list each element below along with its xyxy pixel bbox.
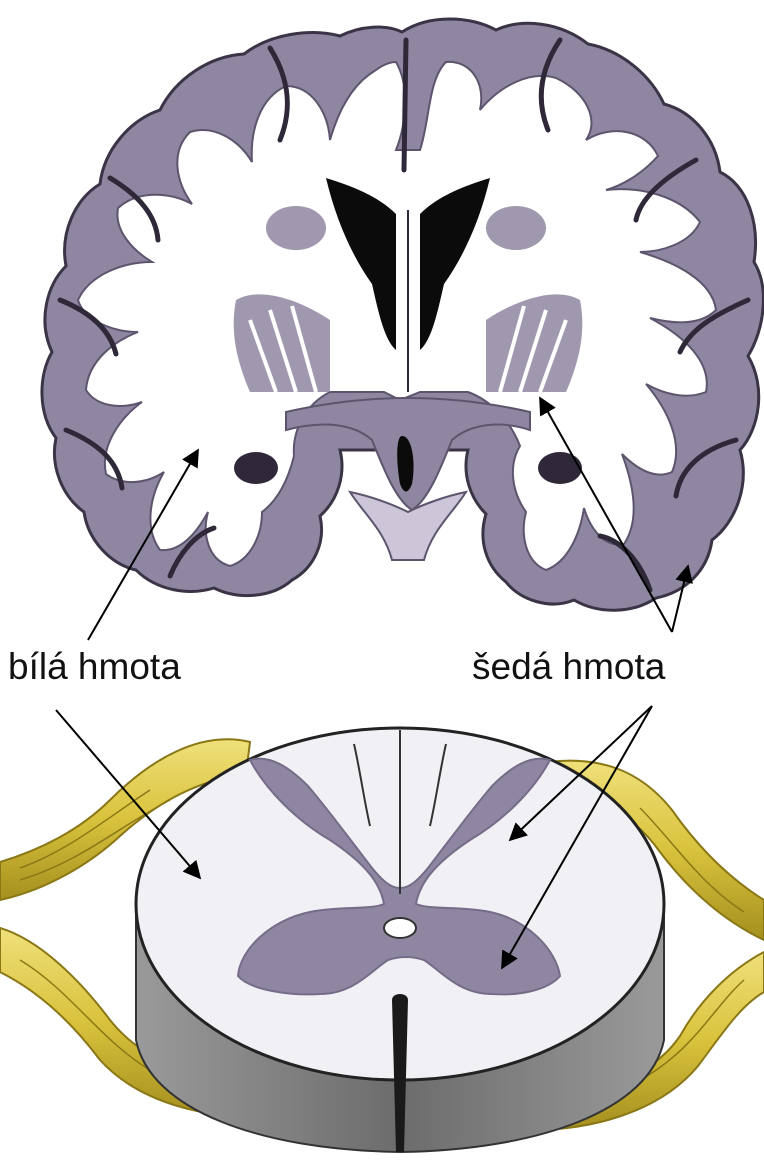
hippocampus-left — [234, 452, 278, 484]
label-grey-matter: šedá hmota — [472, 646, 665, 688]
central-canal — [384, 918, 416, 938]
brain-section — [42, 19, 763, 610]
label-white-matter: bílá hmota — [8, 646, 181, 688]
hippocampus-right — [538, 452, 582, 484]
spinal-cord-section — [0, 728, 764, 1152]
